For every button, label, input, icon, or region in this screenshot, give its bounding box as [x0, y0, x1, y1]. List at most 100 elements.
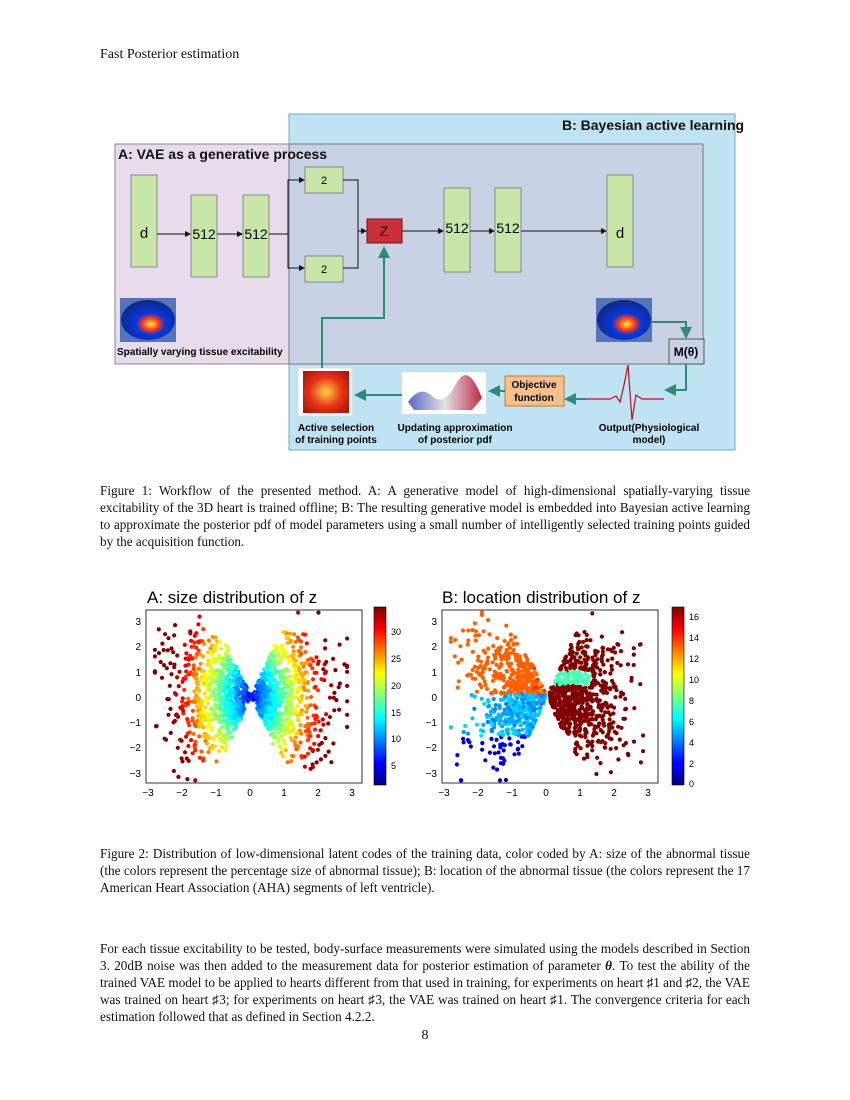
scatter-point	[193, 655, 198, 660]
scatter-point	[569, 645, 574, 650]
scatter-point	[525, 659, 530, 664]
scatter-point	[196, 696, 201, 701]
scatter-point	[495, 636, 500, 641]
scatter-point	[307, 724, 312, 729]
scatter-point	[193, 723, 198, 728]
scatter-point	[276, 652, 281, 657]
scatter-point	[513, 728, 518, 733]
scatter-point	[473, 629, 479, 634]
scatter-point	[217, 640, 222, 645]
scatter-point	[531, 701, 537, 707]
scatter-point	[303, 632, 308, 637]
scatter-point	[308, 733, 313, 739]
scatter-point	[207, 724, 212, 729]
scatter-point	[473, 633, 478, 638]
scatter-point	[289, 759, 294, 764]
scatter-point	[590, 655, 595, 660]
scatter-point	[271, 735, 277, 740]
scatter-point	[181, 708, 186, 713]
scatter-point	[537, 699, 543, 704]
scatter-point	[559, 711, 565, 716]
scatter-point	[501, 676, 506, 681]
scatter-point	[579, 696, 584, 701]
fig2a-ytick: 3	[135, 617, 141, 628]
scatter-point	[198, 704, 203, 709]
scatter-point	[632, 706, 637, 711]
scatter-point	[625, 662, 631, 667]
scatter-point	[455, 685, 460, 690]
scatter-point	[582, 629, 587, 635]
scatter-point	[491, 696, 496, 702]
scatter-point	[615, 642, 620, 647]
scatter-point	[502, 690, 507, 696]
scatter-point	[511, 706, 516, 711]
scatter-point	[209, 653, 214, 658]
scatter-point	[607, 736, 612, 741]
scatter-point	[192, 633, 197, 638]
scatter-point	[268, 683, 273, 688]
scatter-point	[185, 777, 190, 782]
scatter-point	[281, 738, 286, 743]
scatter-point	[563, 717, 568, 722]
fig2b-ytick: −3	[426, 769, 438, 780]
scatter-point	[495, 767, 500, 772]
scatter-point	[584, 681, 590, 686]
scatter-point	[289, 696, 294, 701]
scatter-point	[487, 667, 492, 672]
scatter-point	[213, 686, 218, 691]
scatter-point	[567, 685, 572, 690]
scatter-point	[223, 681, 229, 686]
scatter-point	[180, 759, 185, 764]
scatter-point	[553, 700, 558, 705]
scatter-point	[176, 774, 181, 779]
scatter-point	[620, 630, 625, 635]
scatter-point	[516, 688, 521, 693]
scatter-point	[193, 778, 198, 783]
scatter-point	[521, 734, 526, 739]
scatter-point	[602, 723, 607, 728]
scatter-point	[613, 650, 618, 655]
fig2a-ytick: 1	[135, 668, 141, 679]
scatter-point	[267, 663, 273, 668]
scatter-point	[448, 725, 453, 730]
scatter-point	[195, 680, 200, 685]
scatter-point	[496, 646, 501, 651]
scatter-point	[459, 657, 464, 662]
scatter-point	[586, 667, 591, 673]
scatter-point	[183, 734, 189, 739]
scatter-point	[608, 746, 613, 751]
scatter-point	[207, 663, 212, 668]
scatter-point	[323, 669, 328, 674]
scatter-point	[618, 663, 623, 668]
scatter-point	[183, 703, 188, 708]
scatter-point	[295, 687, 300, 692]
scatter-point	[595, 649, 600, 654]
scatter-point	[194, 652, 199, 657]
scatter-point	[585, 739, 590, 744]
scatter-point	[321, 722, 326, 727]
scatter-point	[487, 632, 492, 637]
latent-mu-label: 2	[321, 175, 327, 187]
scatter-point	[323, 753, 328, 758]
scatter-point	[229, 735, 234, 740]
scatter-point	[604, 701, 609, 706]
scatter-point	[500, 733, 506, 738]
scatter-point	[288, 703, 293, 708]
scatter-point	[567, 729, 572, 734]
scatter-point	[221, 659, 226, 664]
scatter-point	[212, 716, 217, 721]
scatter-point	[213, 647, 218, 652]
scatter-point	[303, 649, 308, 655]
scatter-point	[196, 648, 201, 653]
scatter-point	[186, 657, 191, 662]
scatter-point	[512, 686, 517, 691]
scatter-point	[595, 699, 600, 704]
scatter-point	[492, 751, 497, 756]
scatter-point	[479, 610, 484, 615]
scatter-point	[528, 693, 533, 698]
scatter-point	[515, 747, 520, 752]
scatter-point	[270, 707, 275, 712]
scatter-point	[345, 669, 350, 674]
scatter-point	[208, 687, 213, 693]
scatter-point	[556, 716, 561, 722]
